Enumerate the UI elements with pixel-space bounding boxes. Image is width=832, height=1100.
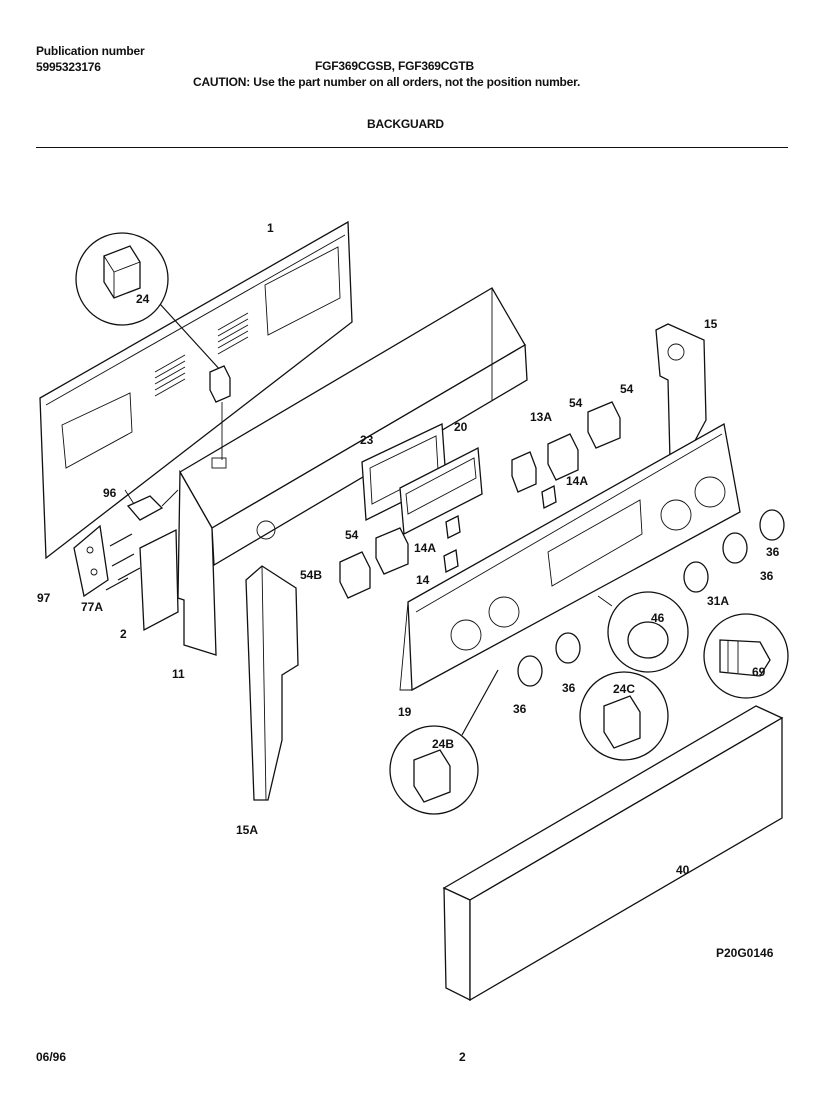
page-number: 2 <box>459 1050 466 1064</box>
callout-14A-top: 14A <box>566 474 588 488</box>
callout-54-b: 54 <box>569 396 583 410</box>
switches-54-13A-14-54B <box>339 401 621 599</box>
knob-46-inset <box>597 591 689 673</box>
vent-slots-left <box>154 354 186 397</box>
callout-54B: 54B <box>300 568 322 582</box>
callout-13A: 13A <box>530 410 552 424</box>
vent-slots-right <box>217 312 249 355</box>
bracket-part-97 <box>73 524 109 598</box>
callout-36-a: 36 <box>766 545 780 559</box>
publication-label: Publication number <box>36 44 145 58</box>
callout-40: 40 <box>676 863 690 877</box>
callout-54-c: 54 <box>345 528 359 542</box>
callout-23: 23 <box>360 433 374 447</box>
callout-15: 15 <box>704 317 718 331</box>
caution-note: CAUTION: Use the part number on all orde… <box>193 75 581 89</box>
callout-20: 20 <box>454 420 468 434</box>
callout-11: 11 <box>172 667 185 681</box>
screw-69-inset <box>703 613 789 699</box>
model-numbers: FGF369CGSB, FGF369CGTB <box>315 59 474 73</box>
switch-24-inset <box>75 232 231 460</box>
front-shell-part-11 <box>177 287 528 656</box>
control-part-20 <box>399 446 483 536</box>
callout-31A: 31A <box>707 594 729 608</box>
callout-96: 96 <box>103 486 117 500</box>
publication-number: 5995323176 <box>36 60 101 74</box>
header-rule <box>36 147 788 148</box>
callout-2: 2 <box>120 627 127 641</box>
bracket-part-2 <box>139 528 179 632</box>
callout-19: 19 <box>398 705 412 719</box>
control-panel-part-19 <box>399 422 741 692</box>
callout-36-b: 36 <box>760 569 774 583</box>
callout-97: 97 <box>37 591 51 605</box>
footer-date: 06/96 <box>36 1050 67 1064</box>
switch-24C-inset <box>579 671 669 761</box>
callout-24B: 24B <box>432 737 454 751</box>
callout-46: 46 <box>651 611 665 625</box>
side-bracket-part-15A <box>245 565 299 801</box>
switch-24B-inset <box>389 669 499 815</box>
callout-24: 24 <box>136 292 150 306</box>
callout-54-a: 54 <box>620 382 634 396</box>
callout-14: 14 <box>416 573 430 587</box>
callout-1: 1 <box>267 221 274 235</box>
rear-panel-part-1 <box>39 220 353 560</box>
callout-36-c: 36 <box>562 681 576 695</box>
connector-part-96 <box>124 489 179 521</box>
callout-69: 69 <box>752 665 766 679</box>
trim-part-40 <box>442 705 784 1002</box>
screws-part-77A <box>105 533 141 591</box>
callout-77A: 77A <box>81 600 103 614</box>
drawing-code: P20G0146 <box>716 946 774 960</box>
callout-36-d: 36 <box>513 702 527 716</box>
callout-14A-mid: 14A <box>414 541 436 555</box>
knobs-part-36 <box>517 509 785 687</box>
callout-15A: 15A <box>236 823 258 837</box>
section-title: BACKGUARD <box>367 117 444 131</box>
callout-24C: 24C <box>613 682 635 696</box>
